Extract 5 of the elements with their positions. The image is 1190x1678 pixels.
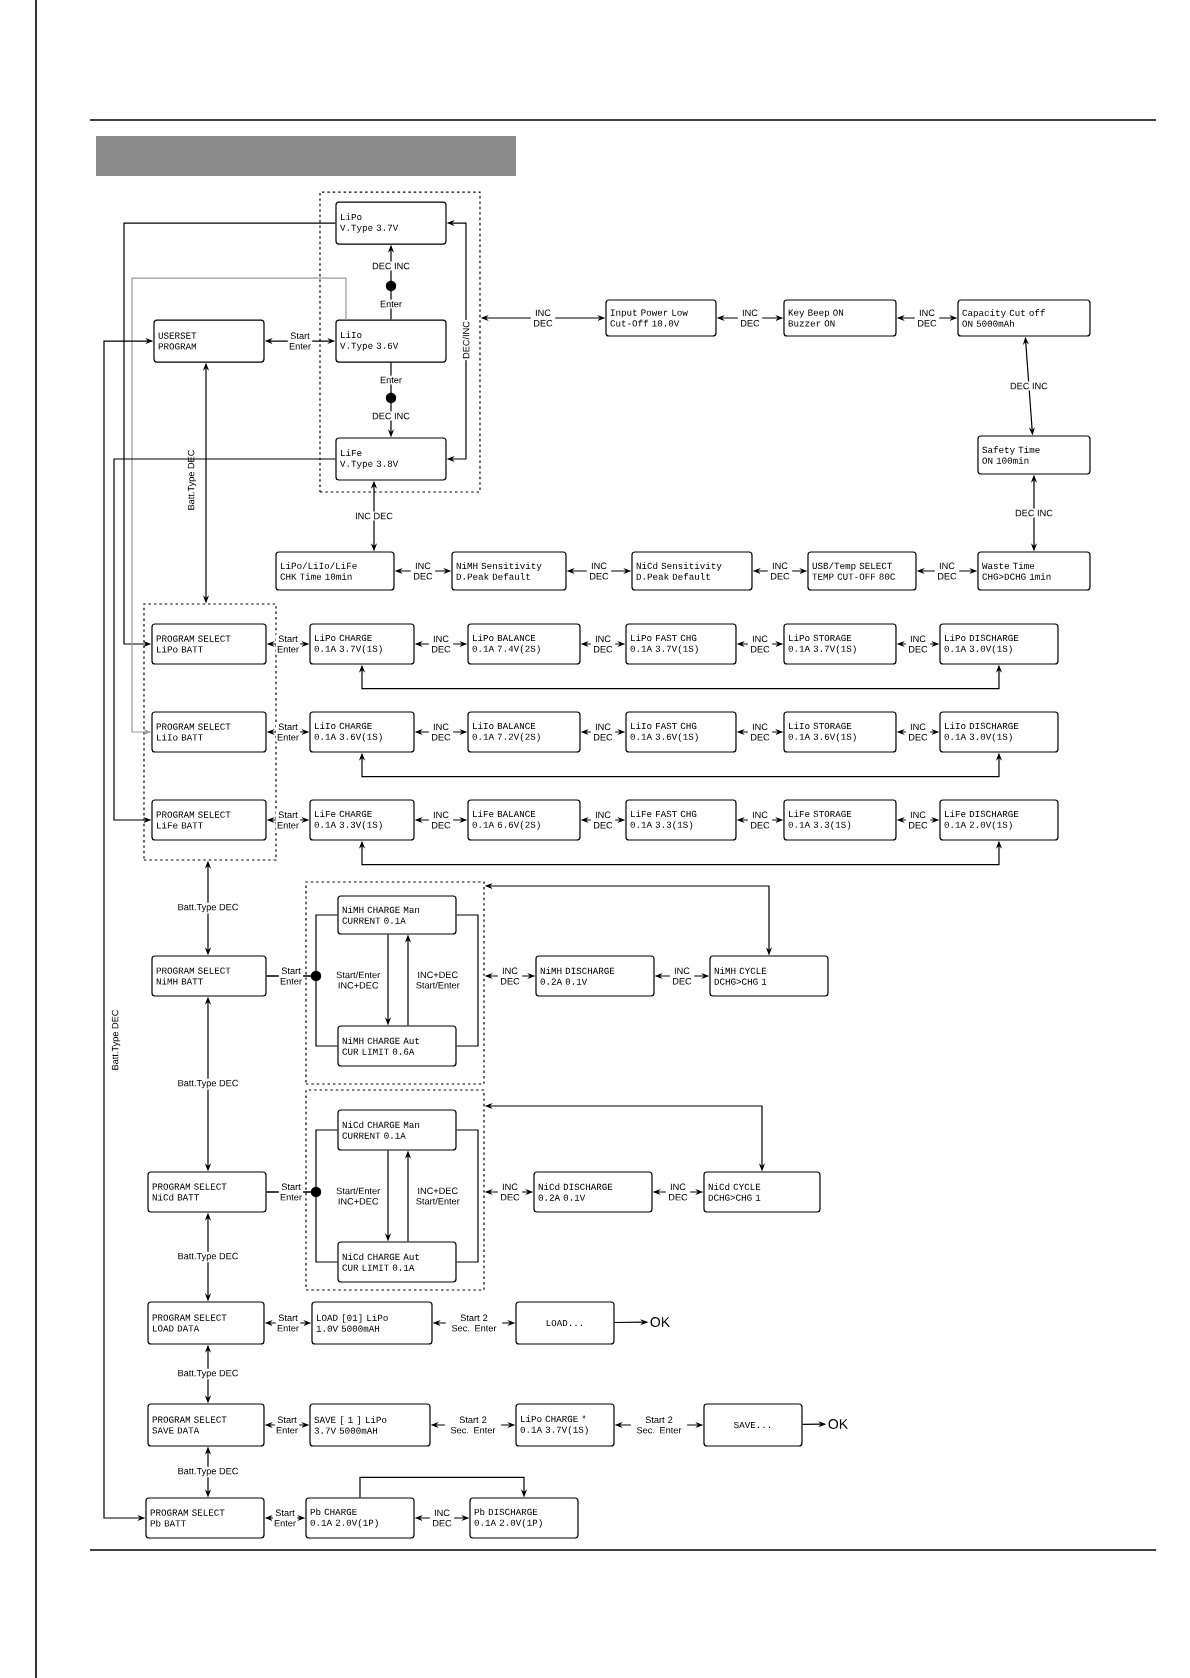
dashed-group <box>305 881 485 1085</box>
dashed-group <box>143 603 277 861</box>
arrow <box>359 1476 528 1498</box>
dashed-group <box>319 191 481 493</box>
dashed-group <box>305 1089 485 1291</box>
